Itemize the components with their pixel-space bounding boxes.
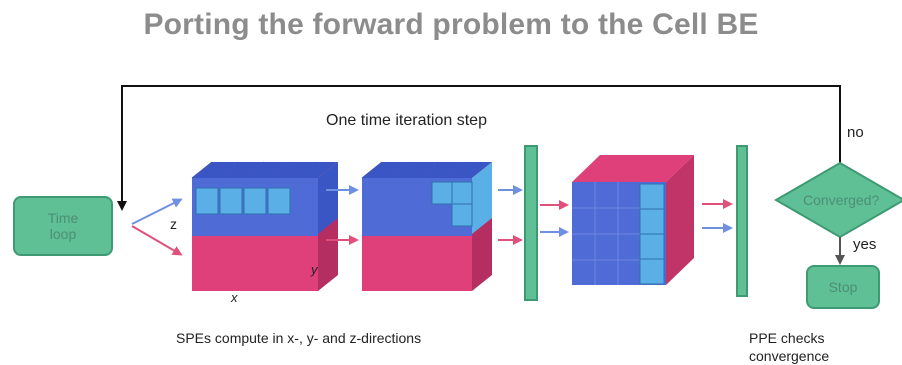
slide-title: Porting the forward problem to the Cell …: [143, 8, 759, 41]
decision-label: Converged?: [803, 192, 880, 208]
time-loop-label-line2: loop: [49, 226, 77, 242]
cube-3: [572, 155, 694, 285]
sync-bar-1: [524, 145, 538, 301]
time-loop-label-line1: Time: [47, 209, 79, 226]
ppe-caption: PPE checks convergence: [749, 329, 829, 365]
cube-1: [191, 161, 338, 291]
split-arrow-blue: [131, 198, 183, 225]
axis-label-y: y: [311, 262, 318, 277]
ppe-caption-line2: convergence: [749, 348, 830, 364]
stop-label: Stop: [828, 278, 858, 295]
no-branch-label: no: [847, 124, 864, 141]
cube-2: [361, 161, 492, 291]
axis-label-z: z: [170, 216, 177, 232]
split-arrow-pink: [131, 225, 183, 256]
stop-box: Stop: [806, 265, 880, 309]
axis-label-x: x: [231, 290, 238, 305]
ppe-caption-line1: PPE checks: [749, 330, 825, 346]
time-step-label: One time iteration step: [326, 112, 487, 129]
feedback-loop-line: [117, 85, 841, 211]
sync-bar-2: [736, 145, 748, 297]
time-loop-box: Time loop: [13, 196, 113, 256]
spe-caption: SPEs compute in x-, y- and z-directions: [176, 330, 422, 346]
yes-branch-label: yes: [853, 236, 877, 253]
